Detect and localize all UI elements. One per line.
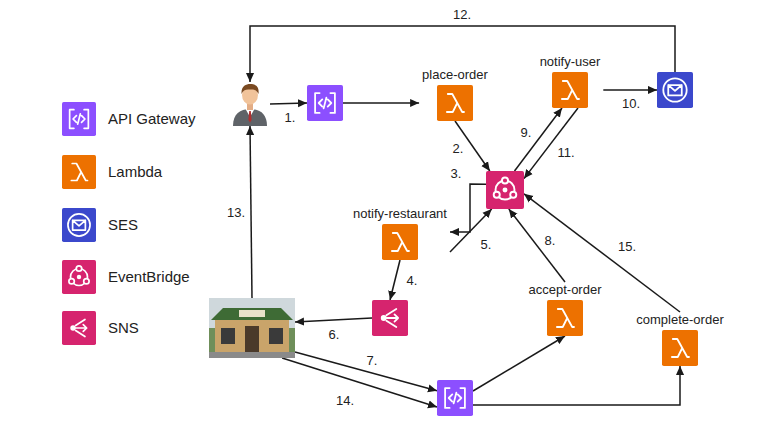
lambda-icon	[547, 300, 583, 336]
ses-icon	[657, 72, 693, 108]
user-figure	[230, 82, 270, 126]
legend-label: SNS	[108, 319, 139, 337]
lambda-icon	[437, 85, 473, 121]
eventbridge-icon	[62, 260, 96, 294]
user-figure	[230, 82, 270, 126]
lambda-icon	[662, 330, 698, 366]
step-number: 11.	[555, 145, 576, 160]
lambda-function: complete-order	[633, 312, 726, 366]
lambda-icon	[552, 72, 588, 108]
flow-arrow	[450, 184, 486, 232]
step-number: 13.	[225, 205, 247, 220]
flow-arrow	[295, 318, 372, 322]
lambda-function: notify-user	[537, 54, 604, 108]
function-name: complete-order	[636, 312, 723, 327]
flow-arrow	[524, 194, 680, 312]
flow-arrow	[343, 102, 419, 104]
sns-icon	[372, 300, 408, 336]
ses-icon	[657, 72, 693, 108]
api-gateway-icon	[437, 380, 473, 416]
step-number: 9.	[519, 125, 534, 140]
step-number: 6.	[327, 327, 342, 342]
function-name: accept-order	[529, 282, 602, 297]
flow-arrow	[473, 366, 680, 405]
step-number: 14.	[334, 393, 356, 408]
flow-arrow	[524, 108, 578, 179]
lambda-function: accept-order	[526, 282, 605, 336]
api-gateway-icon	[307, 85, 343, 121]
api-gateway-icon	[437, 380, 473, 416]
sns-icon	[62, 311, 96, 345]
flow-arrow	[250, 126, 252, 298]
legend-label: EventBridge	[108, 268, 190, 286]
function-name: place-order	[422, 67, 488, 82]
step-number: 7.	[365, 353, 380, 368]
function-name: notify-user	[540, 54, 601, 69]
flow-arrow	[250, 26, 675, 82]
flow-arrow	[509, 209, 565, 282]
step-number: 1.	[283, 110, 298, 125]
flow-arrow	[270, 103, 307, 104]
flow-arrow	[282, 358, 437, 407]
eventbridge-icon	[486, 171, 524, 209]
step-number: 10.	[620, 96, 642, 111]
sns-icon	[372, 300, 408, 336]
lambda-icon	[382, 224, 418, 260]
api-gateway-icon	[62, 102, 96, 136]
step-number: 12.	[451, 7, 473, 22]
restaurant-picture	[209, 298, 295, 358]
ses-icon	[62, 208, 96, 242]
step-number: 5.	[479, 237, 494, 252]
step-number: 3.	[449, 166, 464, 181]
api-gateway-icon	[307, 85, 343, 121]
legend-label: SES	[108, 216, 138, 234]
flow-arrow	[390, 260, 400, 300]
step-number: 2.	[451, 141, 466, 156]
function-name: notify-restaurant	[353, 206, 447, 221]
lambda-function: notify-restaurant	[350, 206, 450, 260]
restaurant-picture	[209, 298, 295, 358]
step-number: 15.	[616, 239, 638, 254]
lambda-function: place-order	[419, 67, 491, 121]
legend-label: Lambda	[108, 163, 162, 181]
flow-arrow	[473, 336, 565, 391]
legend-label: API Gateway	[108, 110, 196, 128]
flow-arrow	[603, 89, 657, 91]
eventbridge-icon	[486, 171, 524, 209]
flow-arrow	[515, 108, 563, 171]
step-number: 4.	[405, 273, 420, 288]
lambda-icon	[62, 155, 96, 189]
step-number: 8.	[543, 233, 558, 248]
